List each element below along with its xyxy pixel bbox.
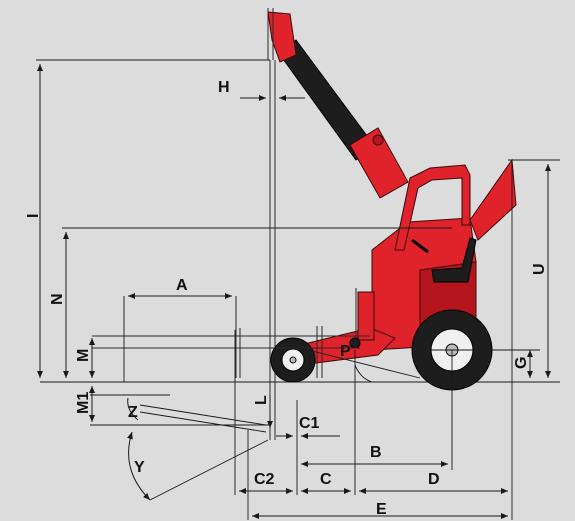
label-n: N (49, 293, 66, 305)
label-b: B (370, 444, 382, 461)
label-m: M (75, 349, 92, 362)
boom-outer (349, 127, 409, 199)
dimension-labels: H I N M M1 A Z Y L C1 B C2 C D E U G P (25, 79, 548, 518)
label-e: E (376, 501, 387, 518)
reference-lines (36, 59, 560, 520)
label-i: I (25, 214, 42, 218)
counterweight (469, 158, 517, 241)
dimension-lines (37, 64, 551, 519)
label-c: C (320, 471, 332, 488)
label-d: D (428, 471, 440, 488)
label-a: A (176, 277, 188, 294)
label-g: G (513, 357, 530, 369)
label-c1: C1 (299, 415, 320, 432)
label-h: H (218, 79, 230, 96)
cab-frame (394, 164, 471, 251)
label-m1: M1 (75, 392, 92, 414)
boom-head (267, 11, 297, 63)
fork-carriage (357, 291, 375, 341)
label-p: P (340, 343, 351, 360)
operator-seat (431, 237, 477, 283)
pivot-point (349, 337, 361, 349)
label-u: U (531, 263, 548, 275)
label-z: Z (128, 404, 138, 421)
label-c2: C2 (254, 471, 275, 488)
telehandler-machine (92, 8, 517, 391)
label-y: Y (134, 459, 145, 476)
label-l: L (253, 395, 270, 405)
